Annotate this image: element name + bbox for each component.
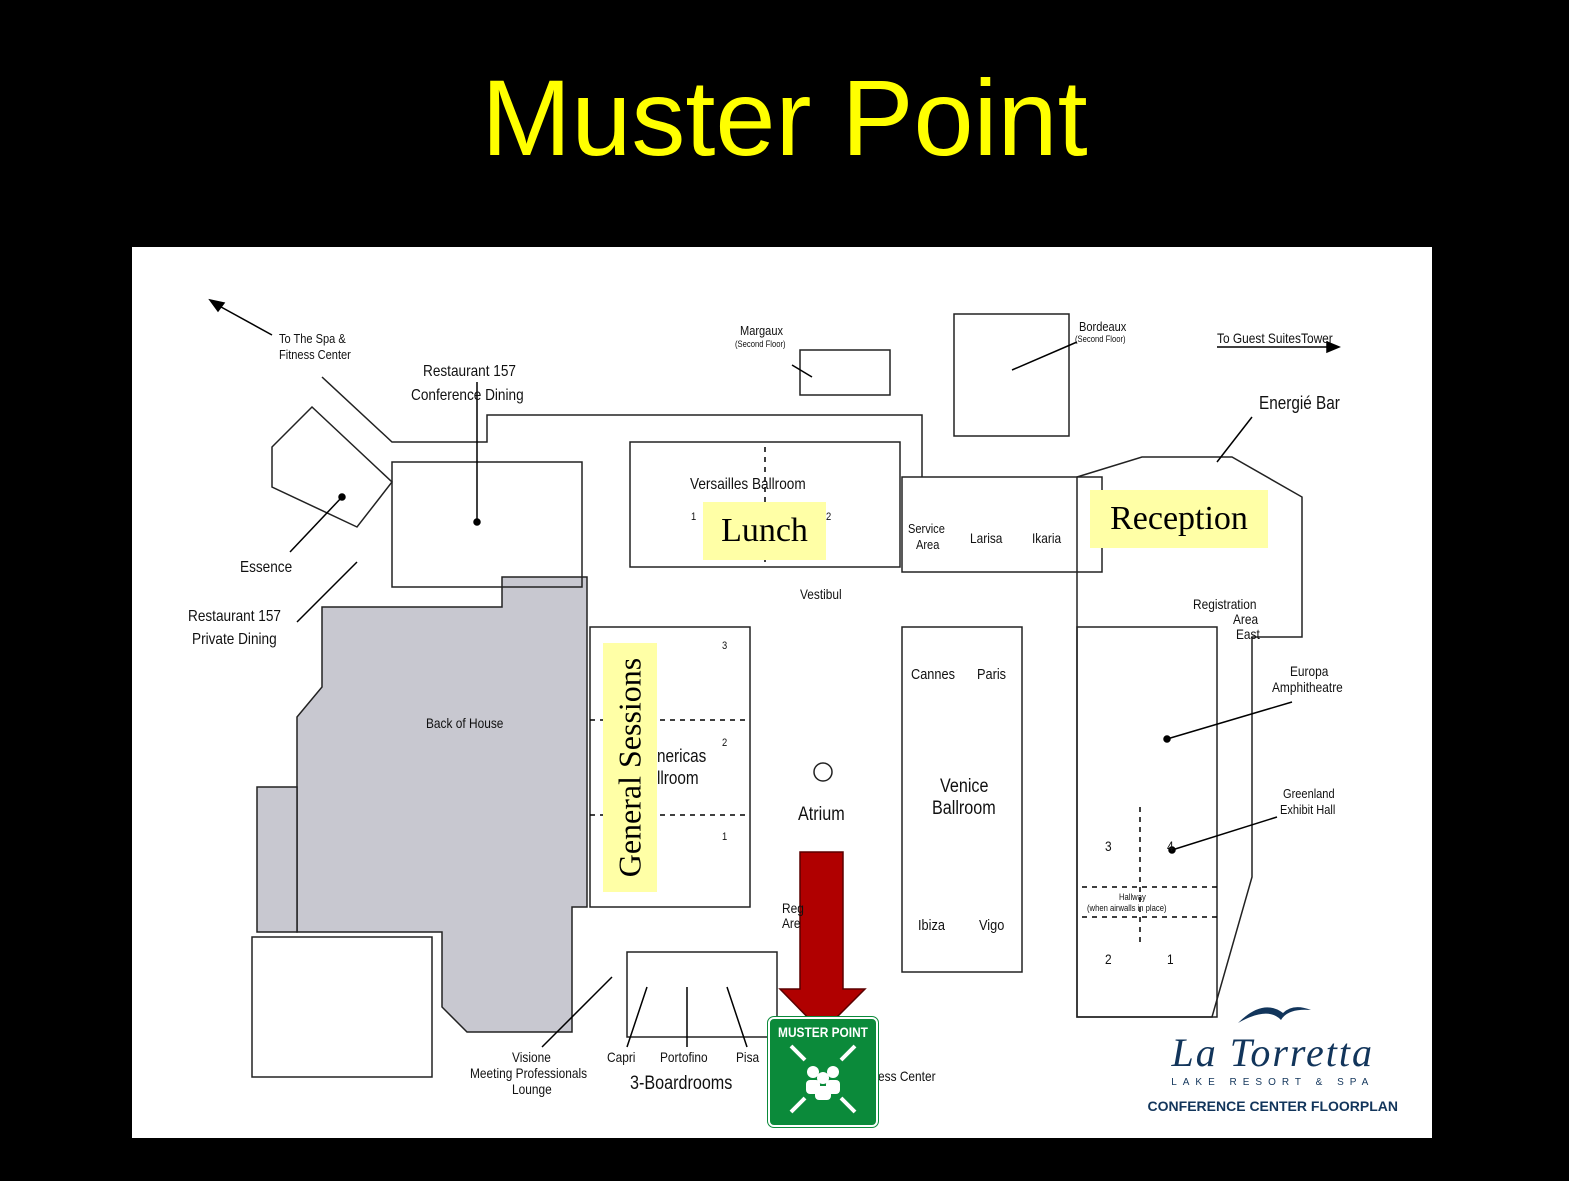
label-restaurant-157: Restaurant 157 [423, 363, 516, 380]
label-lounge: Lounge [512, 1081, 552, 1097]
muster-point-sign: MUSTER POINT [767, 1016, 879, 1128]
label-greenland-2: 2 [1105, 951, 1112, 967]
label-venice: Venice [940, 776, 989, 797]
label-venice-ballroom: Ballroom [932, 798, 996, 819]
la-torretta-logo: La Torretta LAKE RESORT & SPA CONFERENCE… [1148, 998, 1398, 1114]
label-americas-1: 1 [722, 831, 728, 843]
label-service-area-2: Area [916, 537, 940, 552]
label-americas-2: 2 [722, 737, 728, 749]
label-greenland-1: 1 [1167, 951, 1174, 967]
highlight-reception: Reception [1090, 490, 1268, 548]
label-versailles-2: 2 [826, 511, 832, 523]
label-americas-3: 3 [722, 640, 728, 652]
logo-name: La Torretta [1171, 1030, 1374, 1075]
label-registration-east-3: East [1236, 626, 1260, 642]
red-arrow [778, 851, 867, 1034]
label-hallway-note: (when airwalls in place) [1087, 903, 1167, 913]
label-private-dining: Private Dining [192, 631, 277, 648]
label-essence: Essence [240, 559, 293, 576]
muster-point-sign-text: MUSTER POINT [778, 1024, 868, 1040]
label-business-center: ess Center [878, 1068, 936, 1084]
label-service-area: Service [908, 521, 945, 536]
label-ballroom: llroom [657, 768, 699, 788]
label-versailles-ballroom: Versailles Ballroom [690, 476, 806, 493]
label-capri: Capri [607, 1049, 636, 1065]
label-to-guest-suites: To Guest SuitesTower [1217, 330, 1333, 346]
label-back-of-house: Back of House [426, 715, 504, 731]
label-registration-area: Reg [782, 900, 804, 916]
assembly-people-icon [789, 1044, 857, 1114]
label-atrium: Atrium [798, 804, 845, 825]
label-greenland-3: 3 [1105, 838, 1112, 854]
highlight-general-sessions: General Sessions [603, 643, 657, 892]
label-americas: nericas [657, 746, 707, 766]
floorplan-caption: CONFERENCE CENTER FLOORPLAN [1147, 1098, 1398, 1114]
label-3-boardrooms: 3-Boardrooms [630, 1073, 733, 1094]
wave-logo-icon [1237, 1007, 1311, 1023]
label-bordeaux-floor: (Second Floor) [1075, 334, 1126, 344]
label-vigo: Vigo [979, 917, 1005, 934]
label-ibiza: Ibiza [918, 917, 945, 934]
label-conference-dining: Conference Dining [411, 387, 524, 404]
label-exhibit-hall: Exhibit Hall [1280, 802, 1336, 817]
label-registration-east: Registration [1193, 596, 1257, 612]
label-vestibul: Vestibul [800, 586, 842, 602]
label-margaux-floor: (Second Floor) [735, 339, 786, 349]
floorplan-map: Lunch Reception General Sessions To The … [132, 247, 1432, 1138]
label-larisa: Larisa [970, 530, 1003, 546]
label-portofino: Portofino [660, 1049, 708, 1065]
label-ikaria: Ikaria [1032, 530, 1062, 546]
back-of-house-area [296, 576, 588, 1033]
label-to-spa: To The Spa & Fitness Center [279, 331, 351, 362]
label-greenland: Greenland [1283, 786, 1335, 801]
label-restaurant-157-private: Restaurant 157 [188, 608, 281, 625]
label-amphitheatre: Amphitheatre [1272, 679, 1343, 695]
logo-subtitle: LAKE RESORT & SPA [1171, 1077, 1375, 1088]
slide-title: Muster Point [481, 57, 1088, 178]
label-bordeaux: Bordeaux [1079, 319, 1127, 334]
label-cannes: Cannes [911, 666, 955, 683]
label-europa: Europa [1290, 663, 1329, 679]
label-visione: Visione [512, 1049, 551, 1065]
label-registration-east-2: Area [1233, 611, 1259, 627]
label-registration-area-2: Are [782, 915, 801, 931]
label-pisa: Pisa [736, 1049, 760, 1065]
label-greenland-4: 4 [1167, 838, 1174, 854]
label-meeting-professionals: Meeting Professionals [470, 1065, 588, 1081]
label-margaux: Margaux [740, 323, 783, 338]
label-energie-bar: Energié Bar [1259, 393, 1340, 413]
label-versailles-1: 1 [691, 511, 697, 523]
floorplan-walls [208, 298, 1341, 1078]
label-paris: Paris [977, 666, 1007, 683]
label-hallway: Hallway [1119, 892, 1146, 902]
highlight-lunch: Lunch [703, 502, 826, 560]
